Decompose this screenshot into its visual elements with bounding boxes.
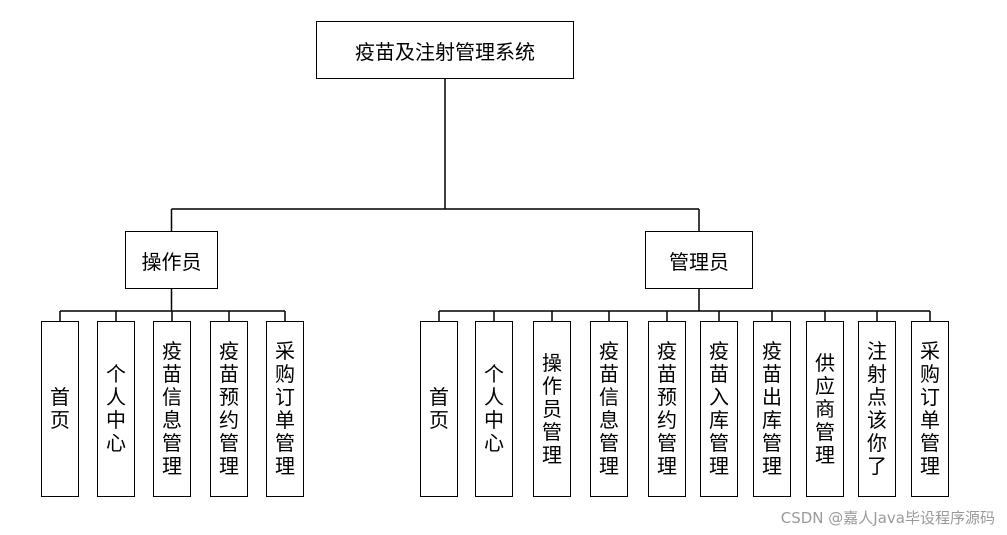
branch-node-1: 操作员 — [125, 231, 218, 289]
leaf-node: 操作员管理 — [533, 321, 571, 497]
leaf-node: 疫苗出库管理 — [753, 321, 791, 497]
leaf-node: 注射点该你了 — [858, 321, 896, 497]
leaf-node: 供应商管理 — [806, 321, 844, 497]
leaf-node: 疫苗预约管理 — [648, 321, 686, 497]
leaf-node: 采购订单管理 — [266, 321, 304, 497]
leaf-node: 首页 — [420, 321, 458, 497]
leaf-node: 个人中心 — [97, 321, 135, 497]
branch-label: 管理员 — [669, 249, 729, 274]
leaf-node: 疫苗预约管理 — [210, 321, 248, 497]
leaf-node: 采购订单管理 — [911, 321, 949, 497]
leaf-node: 疫苗信息管理 — [153, 321, 191, 497]
leaf-node: 疫苗信息管理 — [590, 321, 628, 497]
leaf-node: 首页 — [41, 321, 79, 497]
branch-label: 操作员 — [141, 249, 202, 274]
root-node: 疫苗及注射管理系统 — [316, 21, 574, 79]
branch-node-2: 管理员 — [645, 231, 753, 289]
watermark: CSDN @嘉人Java毕设程序源码 — [780, 509, 995, 527]
leaf-node: 个人中心 — [475, 321, 513, 497]
root-label: 疫苗及注射管理系统 — [355, 39, 535, 64]
leaf-node: 疫苗入库管理 — [700, 321, 738, 497]
